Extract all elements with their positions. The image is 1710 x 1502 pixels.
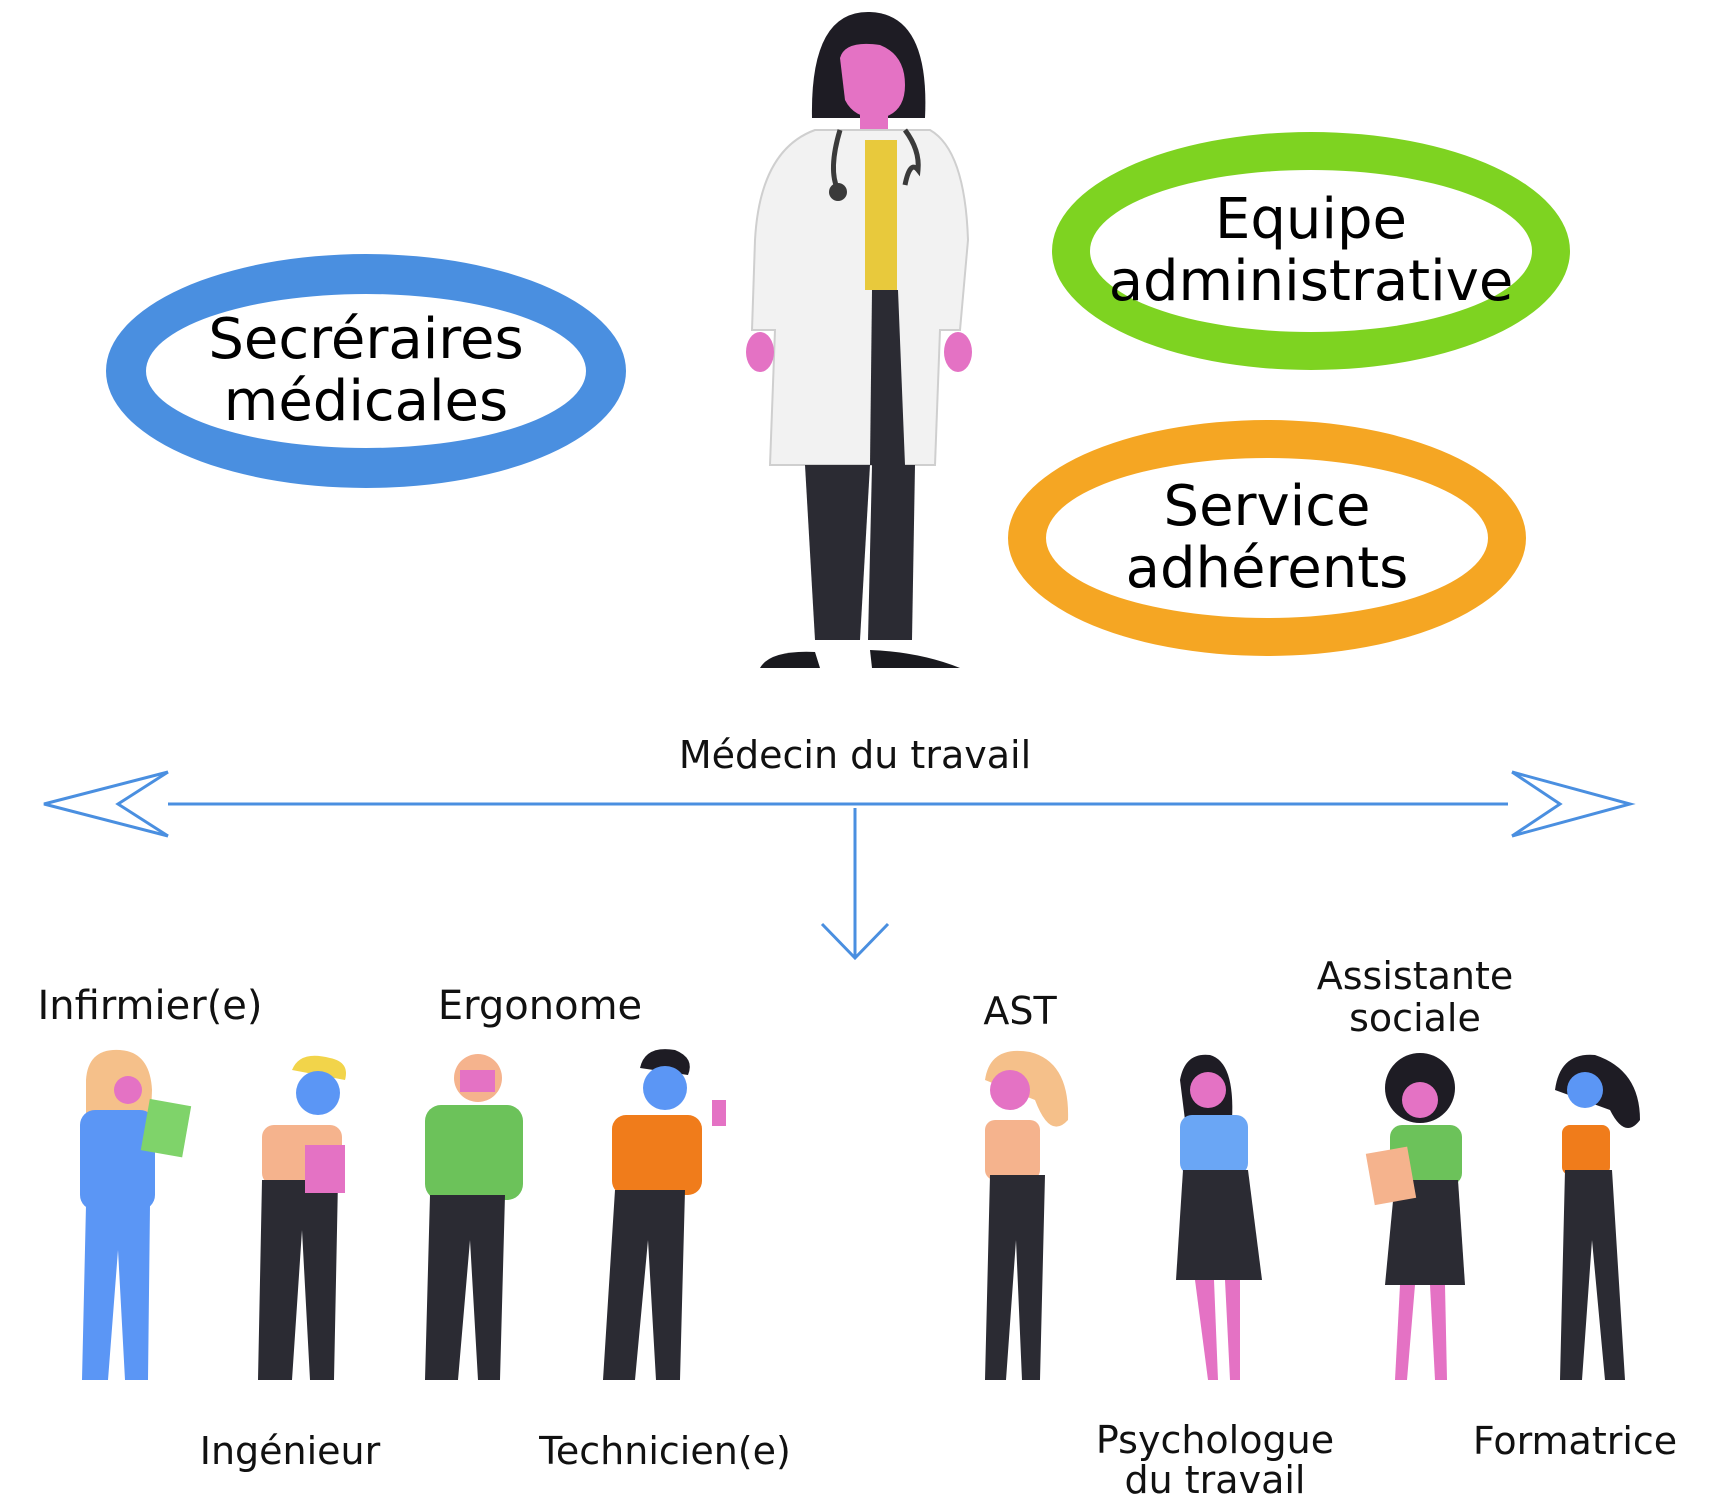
- technicien-illustration: [603, 1049, 726, 1380]
- oval-secretaires-label: Secréraires médicales: [208, 307, 524, 434]
- infirmier-illustration: [80, 1049, 192, 1380]
- ingenieur-illustration: [258, 1055, 346, 1380]
- ergonome-illustration: [425, 1054, 523, 1380]
- psychologue-illustration: [1176, 1054, 1262, 1380]
- oval-service: Service adhérents: [1008, 420, 1526, 656]
- role-technicien: Technicien(e): [539, 1429, 791, 1473]
- double-arrow: [43, 770, 1636, 838]
- down-arrow: [820, 808, 890, 961]
- role-ergonome: Ergonome: [437, 983, 643, 1029]
- assistante-illustration: [1365, 1053, 1465, 1380]
- role-psychologue: Psychologue du travail: [1095, 1418, 1335, 1502]
- doctor-illustration: [746, 11, 972, 668]
- role-ast: AST: [983, 989, 1057, 1033]
- role-infirmier: Infirmier(e): [37, 983, 263, 1029]
- oval-equipe: Equipe administrative: [1052, 132, 1570, 370]
- oval-service-label: Service adhérents: [1125, 474, 1409, 601]
- role-ingenieur: Ingénieur: [199, 1429, 381, 1473]
- ast-illustration: [985, 1050, 1069, 1380]
- oval-secretaires: Secréraires médicales: [106, 254, 626, 488]
- role-assistante: Assistante sociale: [1316, 954, 1514, 1040]
- role-formatrice: Formatrice: [1472, 1419, 1678, 1463]
- center-label: Médecin du travail: [678, 733, 1032, 777]
- oval-equipe-label: Equipe administrative: [1108, 187, 1514, 314]
- formatrice-illustration: [1555, 1054, 1640, 1380]
